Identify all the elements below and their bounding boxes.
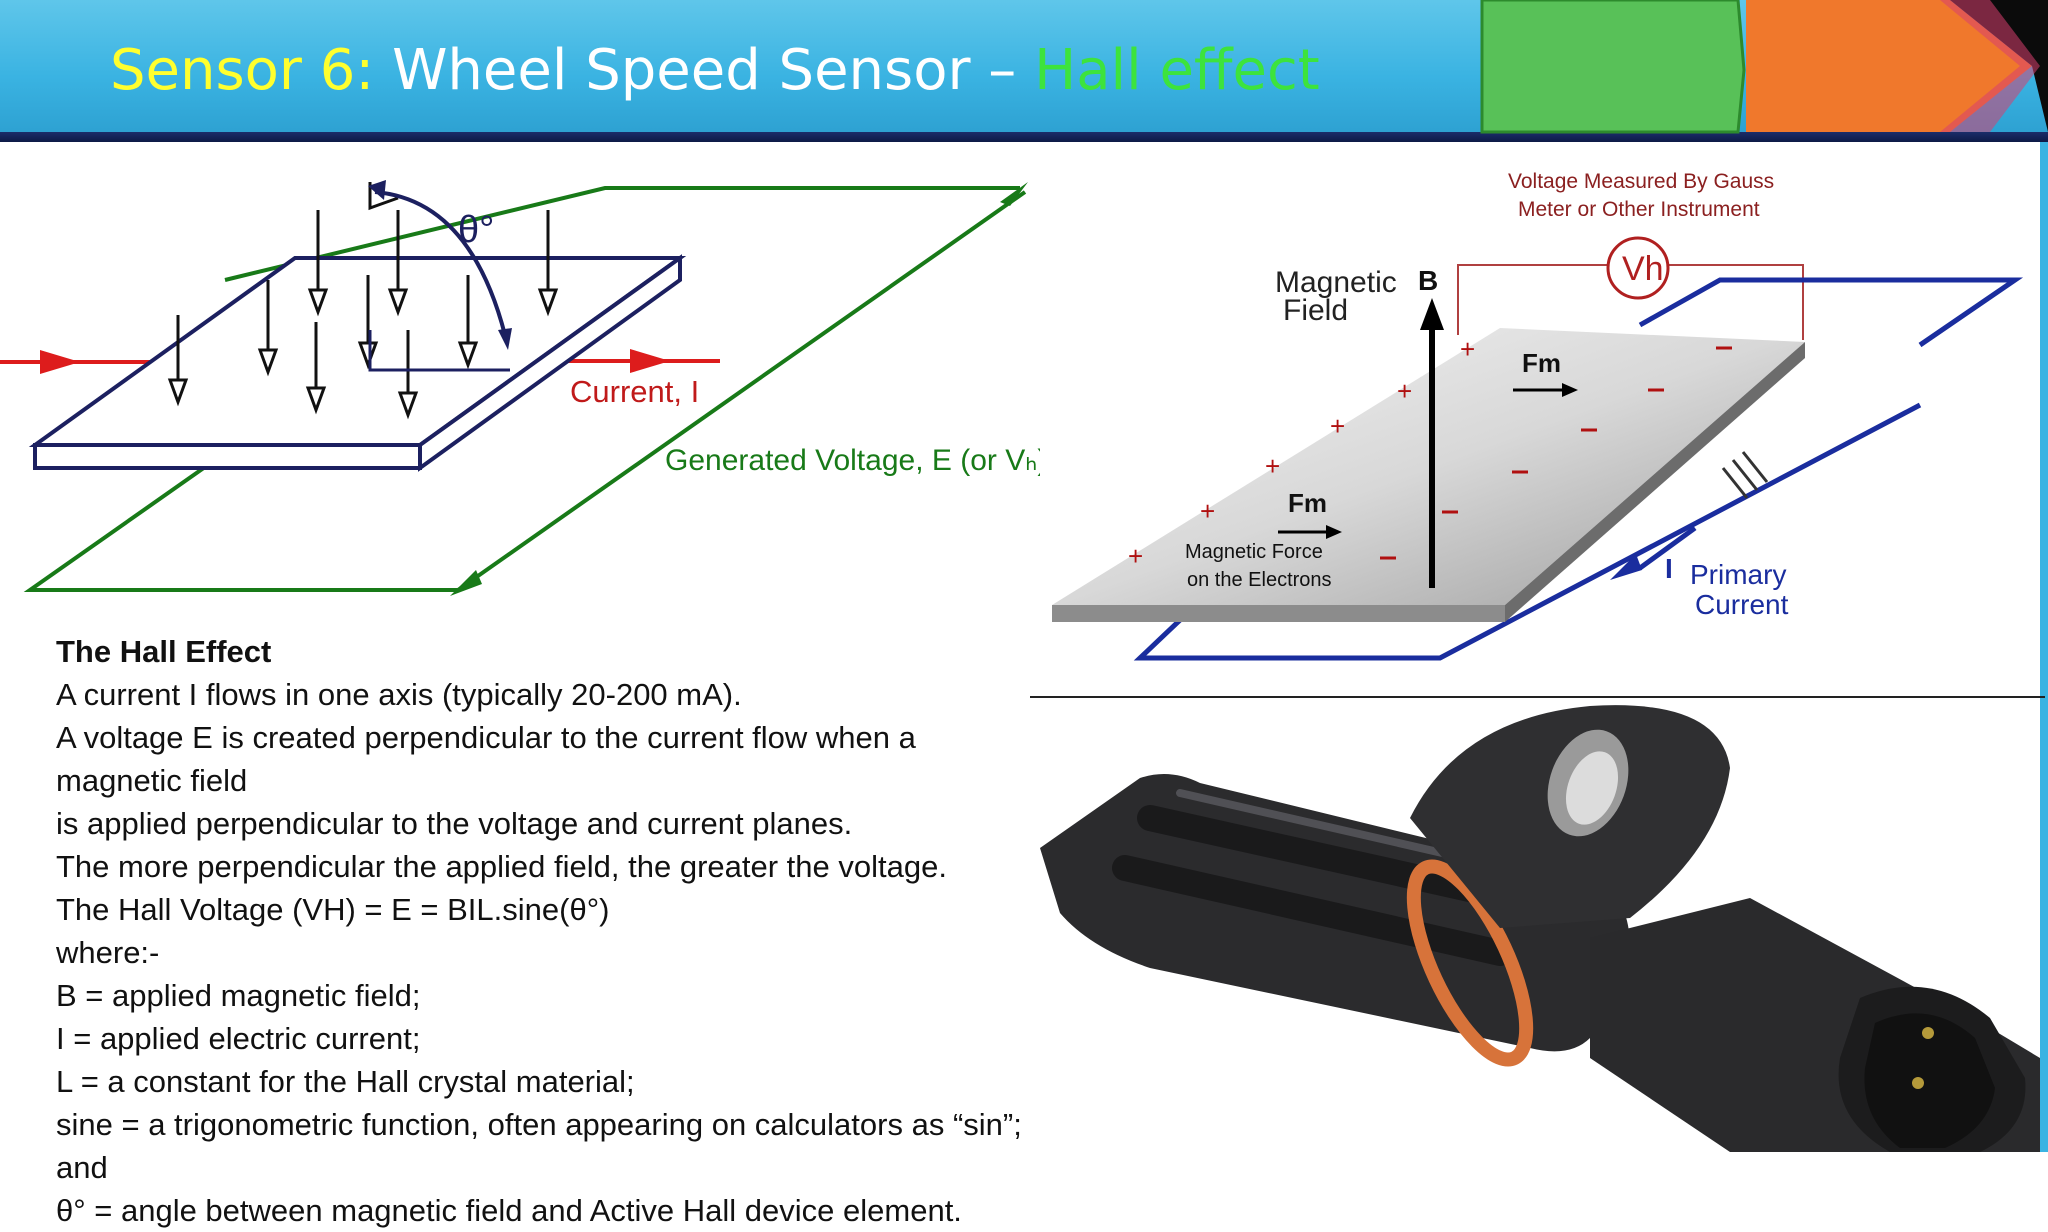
hall-plate-side bbox=[418, 254, 682, 472]
section-divider bbox=[1030, 696, 2045, 698]
definition-line: B = applied magnetic field; bbox=[56, 978, 421, 1013]
voltage-arrow-top bbox=[1000, 182, 1028, 206]
field-symbol: B bbox=[1418, 265, 1438, 296]
measure-label-2: Meter or Other Instrument bbox=[1518, 198, 1760, 221]
definition-line: sine = a trigonometric function, often a… bbox=[56, 1107, 1022, 1185]
title-prefix: Sensor 6: bbox=[110, 38, 375, 103]
measure-label-1: Voltage Measured By Gauss bbox=[1508, 170, 1774, 193]
current-label-1: Primary bbox=[1690, 559, 1786, 590]
force-symbol-bottom: Fm bbox=[1288, 488, 1327, 518]
force-label-2: on the Electrons bbox=[1187, 569, 1332, 591]
primary-loop-bottom bbox=[1133, 402, 1922, 661]
text-line: is applied perpendicular to the voltage … bbox=[56, 806, 853, 841]
voltage-loop-bottom bbox=[23, 190, 1027, 592]
voltage-label: Generated Voltage, E (or Vₕ) bbox=[665, 444, 1040, 477]
primary-current-arrow bbox=[1610, 554, 1642, 580]
o-ring bbox=[1406, 859, 1534, 1067]
connector-pin bbox=[1912, 1077, 1924, 1089]
magnetic-field-arrows bbox=[167, 210, 559, 420]
title-bar-underline bbox=[0, 132, 2048, 142]
voltage-arrow-bottom bbox=[450, 570, 482, 596]
svg-text:+: + bbox=[1460, 334, 1475, 364]
slide-right-border bbox=[2040, 142, 2048, 1152]
definition-line: L = a constant for the Hall crystal mate… bbox=[56, 1064, 635, 1099]
hall-plate-top bbox=[1052, 328, 1805, 605]
battery-icon bbox=[1721, 451, 1769, 499]
black-arrow-tip bbox=[1950, 0, 2048, 132]
formula-line: The Hall Voltage (VH) = E = BIL.sine(θ°) bbox=[56, 892, 610, 927]
force-label-1: Magnetic Force bbox=[1185, 541, 1323, 563]
current-label-2: Current bbox=[1695, 589, 1789, 620]
text-line: The more perpendicular the applied field… bbox=[56, 849, 947, 884]
hall-effect-description: The Hall Effect A current I flows in one… bbox=[56, 630, 1036, 1232]
current-arrow-in bbox=[40, 350, 80, 374]
svg-text:+: + bbox=[1330, 411, 1345, 441]
header-arrows-decoration bbox=[1480, 0, 2048, 134]
definition-line: I = applied electric current; bbox=[56, 1021, 421, 1056]
angle-label: θ° bbox=[458, 209, 494, 251]
title-highlight: Hall effect bbox=[1034, 38, 1320, 103]
text-line: A voltage E is created perpendicular to … bbox=[56, 720, 916, 798]
text-line: where:- bbox=[56, 935, 160, 970]
current-symbol: I bbox=[1665, 553, 1673, 584]
field-label-1: Magnetic bbox=[1275, 266, 1397, 299]
orange-arrow-shape bbox=[1746, 0, 2032, 132]
current-arrow-out bbox=[630, 349, 670, 373]
svg-text:+: + bbox=[1200, 496, 1215, 526]
wheel-speed-sensor-photo bbox=[1030, 698, 2040, 1152]
gauss-meter-diagram: Vh Voltage Measured By Gauss Meter or Ot… bbox=[1052, 170, 2024, 661]
primary-loop-top bbox=[1638, 277, 2024, 348]
negative-charges bbox=[1380, 346, 1732, 560]
voltage-loop-top bbox=[224, 186, 1020, 282]
angle-arc bbox=[374, 190, 507, 336]
hall-plate-diagram: θ° Current, I Generated Voltage, E (or V… bbox=[0, 180, 1040, 596]
vh-label: Vh bbox=[1622, 250, 1664, 288]
current-label: Current, I bbox=[570, 374, 699, 409]
section-heading: The Hall Effect bbox=[56, 634, 272, 669]
svg-text:+: + bbox=[1265, 451, 1280, 481]
svg-text:+: + bbox=[1397, 376, 1412, 406]
voltmeter-icon bbox=[1606, 236, 1670, 300]
definition-line: θ° = angle between magnetic field and Ac… bbox=[56, 1193, 962, 1228]
title-main: Wheel Speed Sensor – bbox=[392, 38, 1017, 103]
force-symbol-top: Fm bbox=[1522, 348, 1561, 378]
slide-title: Sensor 6: Wheel Speed Sensor – Hall effe… bbox=[110, 38, 1320, 103]
text-line: A current I flows in one axis (typically… bbox=[56, 677, 742, 712]
field-label-2: Field bbox=[1283, 294, 1348, 327]
positive-charges: + + + + + + bbox=[1128, 334, 1475, 571]
connector-pin bbox=[1922, 1027, 1934, 1039]
green-arrow-shape bbox=[1482, 0, 1744, 132]
hall-plate-edge bbox=[1052, 605, 1505, 622]
hall-plate-front bbox=[33, 443, 422, 470]
svg-text:+: + bbox=[1128, 541, 1143, 571]
